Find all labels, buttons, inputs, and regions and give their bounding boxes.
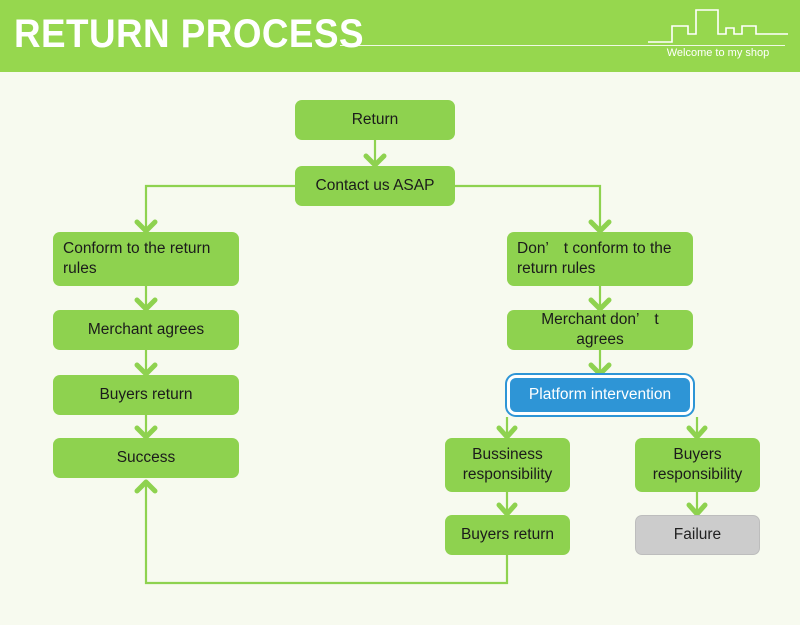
city-skyline-icon [648, 9, 788, 43]
node-conform-to-return-rules[interactable]: Conform to the return rules [53, 232, 239, 286]
arrowhead-down-platform [588, 362, 612, 377]
node-contact-us-asap[interactable]: Contact us ASAP [295, 166, 455, 206]
arrowhead-down-merchant-agree [134, 297, 158, 312]
arrowhead-down-not-conform [588, 219, 612, 234]
node-buyers-return-right[interactable]: Buyers return [445, 515, 570, 555]
arrowhead-down-buyers-return2 [496, 502, 518, 517]
edge-contact-to-conform [144, 184, 295, 230]
edge-buyers-return-to-success-loop [144, 482, 509, 585]
node-return[interactable]: Return [295, 100, 455, 140]
node-bussiness-responsibility[interactable]: Bussiness responsibility [445, 438, 570, 492]
arrowhead-down-business-resp [496, 425, 518, 440]
page-title: RETURN PROCESS [14, 12, 364, 56]
arrowhead-down-merchant-deny [588, 297, 612, 312]
node-platform-intervention[interactable]: Platform intervention [507, 375, 693, 415]
node-buyers-responsibility[interactable]: Buyers responsibility [635, 438, 760, 492]
node-dont-conform-to-return-rules[interactable]: Don’ t conform to the return rules [507, 232, 693, 286]
arrowhead-down-buyers-return [134, 362, 158, 377]
arrowhead-down-failure [686, 502, 708, 517]
arrowhead-down-conform [134, 219, 158, 234]
arrowhead-up-success-loop [134, 479, 158, 494]
node-failure[interactable]: Failure [635, 515, 760, 555]
node-merchant-agrees[interactable]: Merchant agrees [53, 310, 239, 350]
node-merchant-dont-agrees[interactable]: Merchant don’ t agrees [507, 310, 693, 350]
header-divider-line [340, 45, 785, 46]
node-success[interactable]: Success [53, 438, 239, 478]
arrowhead-down-contact [363, 153, 387, 168]
edge-contact-to-not-conform [455, 184, 602, 230]
flowchart-canvas: Return Contact us ASAP Conform to the re… [0, 72, 800, 625]
arrowhead-down-success [134, 425, 158, 440]
page-header: RETURN PROCESS Welcome to my shop [0, 0, 800, 72]
node-buyers-return-left[interactable]: Buyers return [53, 375, 239, 415]
arrowhead-down-buyers-resp [686, 425, 708, 440]
flowchart-connectors [134, 140, 708, 585]
header-subtitle: Welcome to my shop [666, 47, 770, 59]
